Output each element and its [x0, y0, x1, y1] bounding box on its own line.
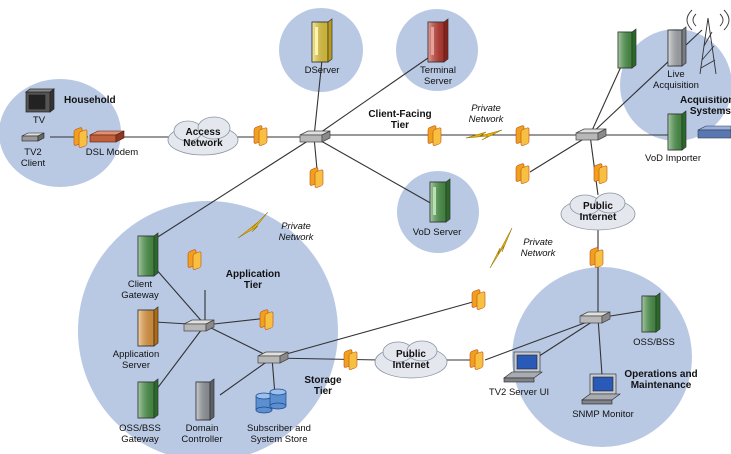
switch-icon	[575, 128, 607, 141]
server-icon-application	[137, 306, 159, 347]
server-icon-oss-gateway	[137, 378, 159, 419]
operations-maintenance-label: Operations and Maintenance	[624, 369, 698, 391]
server-icon-terminal	[427, 18, 449, 63]
antenna-tower-icon	[686, 9, 730, 75]
lightning-icon	[465, 129, 503, 141]
switch-icons	[183, 128, 611, 364]
oss-bss-gateway-label: OSS/BSS Gateway	[119, 423, 161, 445]
lightning-icons	[237, 129, 513, 269]
server-icon-client-gateway	[137, 232, 159, 277]
firewall-icon	[469, 349, 484, 370]
server-icon-vod-importer	[667, 110, 687, 151]
server-icon-live-acquisition	[617, 28, 637, 69]
terminal-server-label: Terminal Server	[420, 65, 456, 87]
cloud-public-internet-top	[560, 192, 636, 231]
tv2-client-label: TV2 Client	[20, 147, 46, 169]
public-internet-bottom-label: Public Internet	[392, 349, 430, 371]
application-tier-label: Application Tier	[225, 269, 281, 291]
private-network-mid-label: Private Network	[520, 237, 556, 259]
private-network-top-label: Private Network	[468, 103, 504, 125]
encoder-device-icon	[697, 125, 731, 139]
acquisition-systems-label: Acquisition Systems	[680, 96, 731, 117]
client-facing-tier-label: Client-Facing Tier	[368, 109, 432, 131]
firewall-icon	[309, 167, 324, 188]
cloud-access-network	[167, 116, 239, 156]
firewall-icon	[187, 249, 202, 270]
live-acquisition-label: Live Acquisition	[653, 69, 699, 91]
firewall-icon	[471, 289, 486, 310]
firewall-icon	[259, 309, 274, 330]
tv-icon	[24, 88, 56, 113]
client-gateway-label: Client Gateway	[121, 279, 159, 301]
vod-server-label: VoD Server	[412, 227, 462, 238]
switch-icon	[299, 130, 331, 143]
oss-bss-label: OSS/BSS	[633, 337, 675, 348]
lightning-icon	[237, 211, 269, 239]
tv2-server-ui-label: TV2 Server UI	[488, 387, 550, 398]
dserver-label: DServer	[304, 65, 340, 76]
application-server-label: Application Server	[112, 349, 160, 371]
server-icon-oss-bss	[641, 292, 661, 333]
server-icon-live-acquisition-2	[667, 26, 687, 67]
firewall-icon	[343, 349, 358, 370]
storage-tier-label: Storage Tier	[304, 375, 342, 397]
firewall-icon	[515, 125, 530, 146]
firewall-icon	[593, 163, 608, 184]
storage-icon	[255, 388, 287, 414]
switch-icon	[183, 319, 215, 332]
subscriber-store-label: Subscriber and System Store	[247, 423, 311, 445]
server-icon-dserver	[311, 18, 333, 63]
private-network-left-label: Private Network	[278, 221, 314, 243]
access-network-label: Access Network	[183, 127, 223, 149]
server-icons	[137, 18, 687, 421]
firewall-icon	[589, 247, 604, 268]
domain-controller-label: Domain Controller	[181, 423, 223, 445]
cloud-public-internet-bottom	[374, 340, 448, 379]
firewall-icon	[253, 125, 268, 146]
firewall-icons	[73, 125, 608, 370]
server-icon-domain-controller	[195, 378, 215, 421]
dsl-modem-label: DSL Modem	[85, 147, 139, 158]
tv2-client-icon	[21, 132, 45, 142]
switch-icon	[257, 351, 289, 364]
firewall-icon	[427, 125, 442, 146]
firewall-icon	[73, 127, 88, 148]
lightning-icon	[489, 227, 513, 269]
household-label: Household	[64, 95, 116, 106]
tv-label: TV	[32, 115, 46, 126]
switch-icon	[579, 311, 611, 324]
firewall-icon	[515, 163, 530, 184]
server-icon-vod	[429, 178, 451, 223]
acquisition-region	[620, 29, 731, 141]
workstation-icon-tv2-server-ui	[503, 351, 543, 383]
snmp-monitor-label: SNMP Monitor	[572, 409, 634, 420]
vod-importer-label: VoD Importer	[645, 153, 701, 164]
dsl-modem-icon	[89, 130, 125, 143]
workstation-icon-snmp-monitor	[581, 373, 621, 405]
public-internet-top-label: Public Internet	[579, 201, 617, 223]
